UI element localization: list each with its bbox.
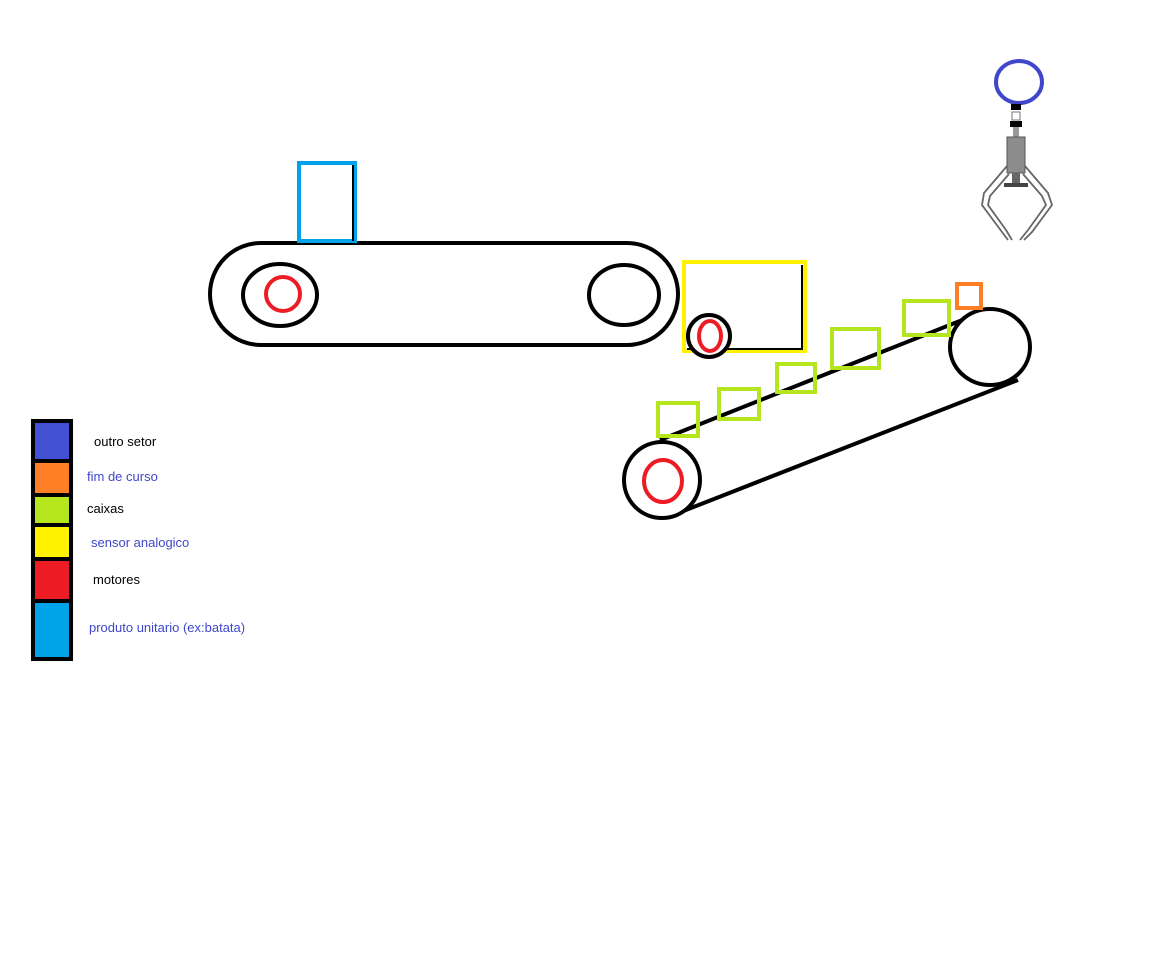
legend-label-motores: motores xyxy=(93,572,140,587)
legend-label-produto-unitario: produto unitario (ex:batata) xyxy=(89,620,246,635)
legend-swatch-outro-setor xyxy=(31,419,73,463)
box xyxy=(717,387,761,421)
unit-product xyxy=(297,161,357,243)
gripper-shaft xyxy=(1013,127,1019,137)
horizontal-conveyor-left-pulley xyxy=(241,262,319,328)
inclined-conveyor-lower-pulley xyxy=(622,440,702,520)
analog-sensor xyxy=(682,260,807,353)
limit-switch xyxy=(955,282,983,310)
box xyxy=(656,401,700,438)
inclined-conveyor-top-edge xyxy=(659,309,986,442)
horizontal-conveyor-belt xyxy=(208,241,680,347)
gripper-link xyxy=(1011,111,1021,121)
analog-sensor-roller-motor xyxy=(697,319,723,353)
gripper-cylinder xyxy=(1006,136,1026,174)
legend-label-caixas: caixas xyxy=(87,501,124,516)
legend xyxy=(31,419,73,661)
gripper-joint xyxy=(1010,121,1022,127)
gripper-base xyxy=(1004,183,1028,187)
analog-sensor-station xyxy=(682,260,807,359)
box xyxy=(902,299,951,337)
robotic-gripper-icon xyxy=(981,59,1054,241)
inclined-conveyor xyxy=(622,307,1032,520)
legend-swatch-motores xyxy=(31,557,73,603)
legend-swatch-fim-de-curso xyxy=(31,459,73,497)
legend-swatch-caixas xyxy=(31,493,73,527)
box xyxy=(775,362,817,394)
gripper-left-finger xyxy=(981,165,1013,241)
boxes xyxy=(656,299,951,438)
gripper-mount xyxy=(1011,104,1021,110)
inclined-conveyor-motor xyxy=(642,458,684,504)
horizontal-conveyor-right-pulley xyxy=(587,263,661,327)
legend-swatch-produto-unitario xyxy=(31,599,73,661)
legend-label-sensor-analogico: sensor analogico xyxy=(91,535,190,550)
legend-swatch-sensor-analogico xyxy=(31,523,73,561)
inclined-conveyor-bottom-edge xyxy=(667,378,1019,519)
inclined-conveyor-upper-pulley xyxy=(948,307,1032,387)
horizontal-conveyor xyxy=(208,241,680,347)
horizontal-conveyor-motor xyxy=(264,275,302,313)
other-sector-marker xyxy=(994,59,1044,105)
legend-label-fim-de-curso: fim de curso xyxy=(87,469,158,484)
gripper-rod xyxy=(1012,173,1020,183)
legend-label-outro-setor: outro setor xyxy=(94,434,157,449)
box xyxy=(830,327,881,370)
gripper-right-finger xyxy=(1019,165,1054,241)
